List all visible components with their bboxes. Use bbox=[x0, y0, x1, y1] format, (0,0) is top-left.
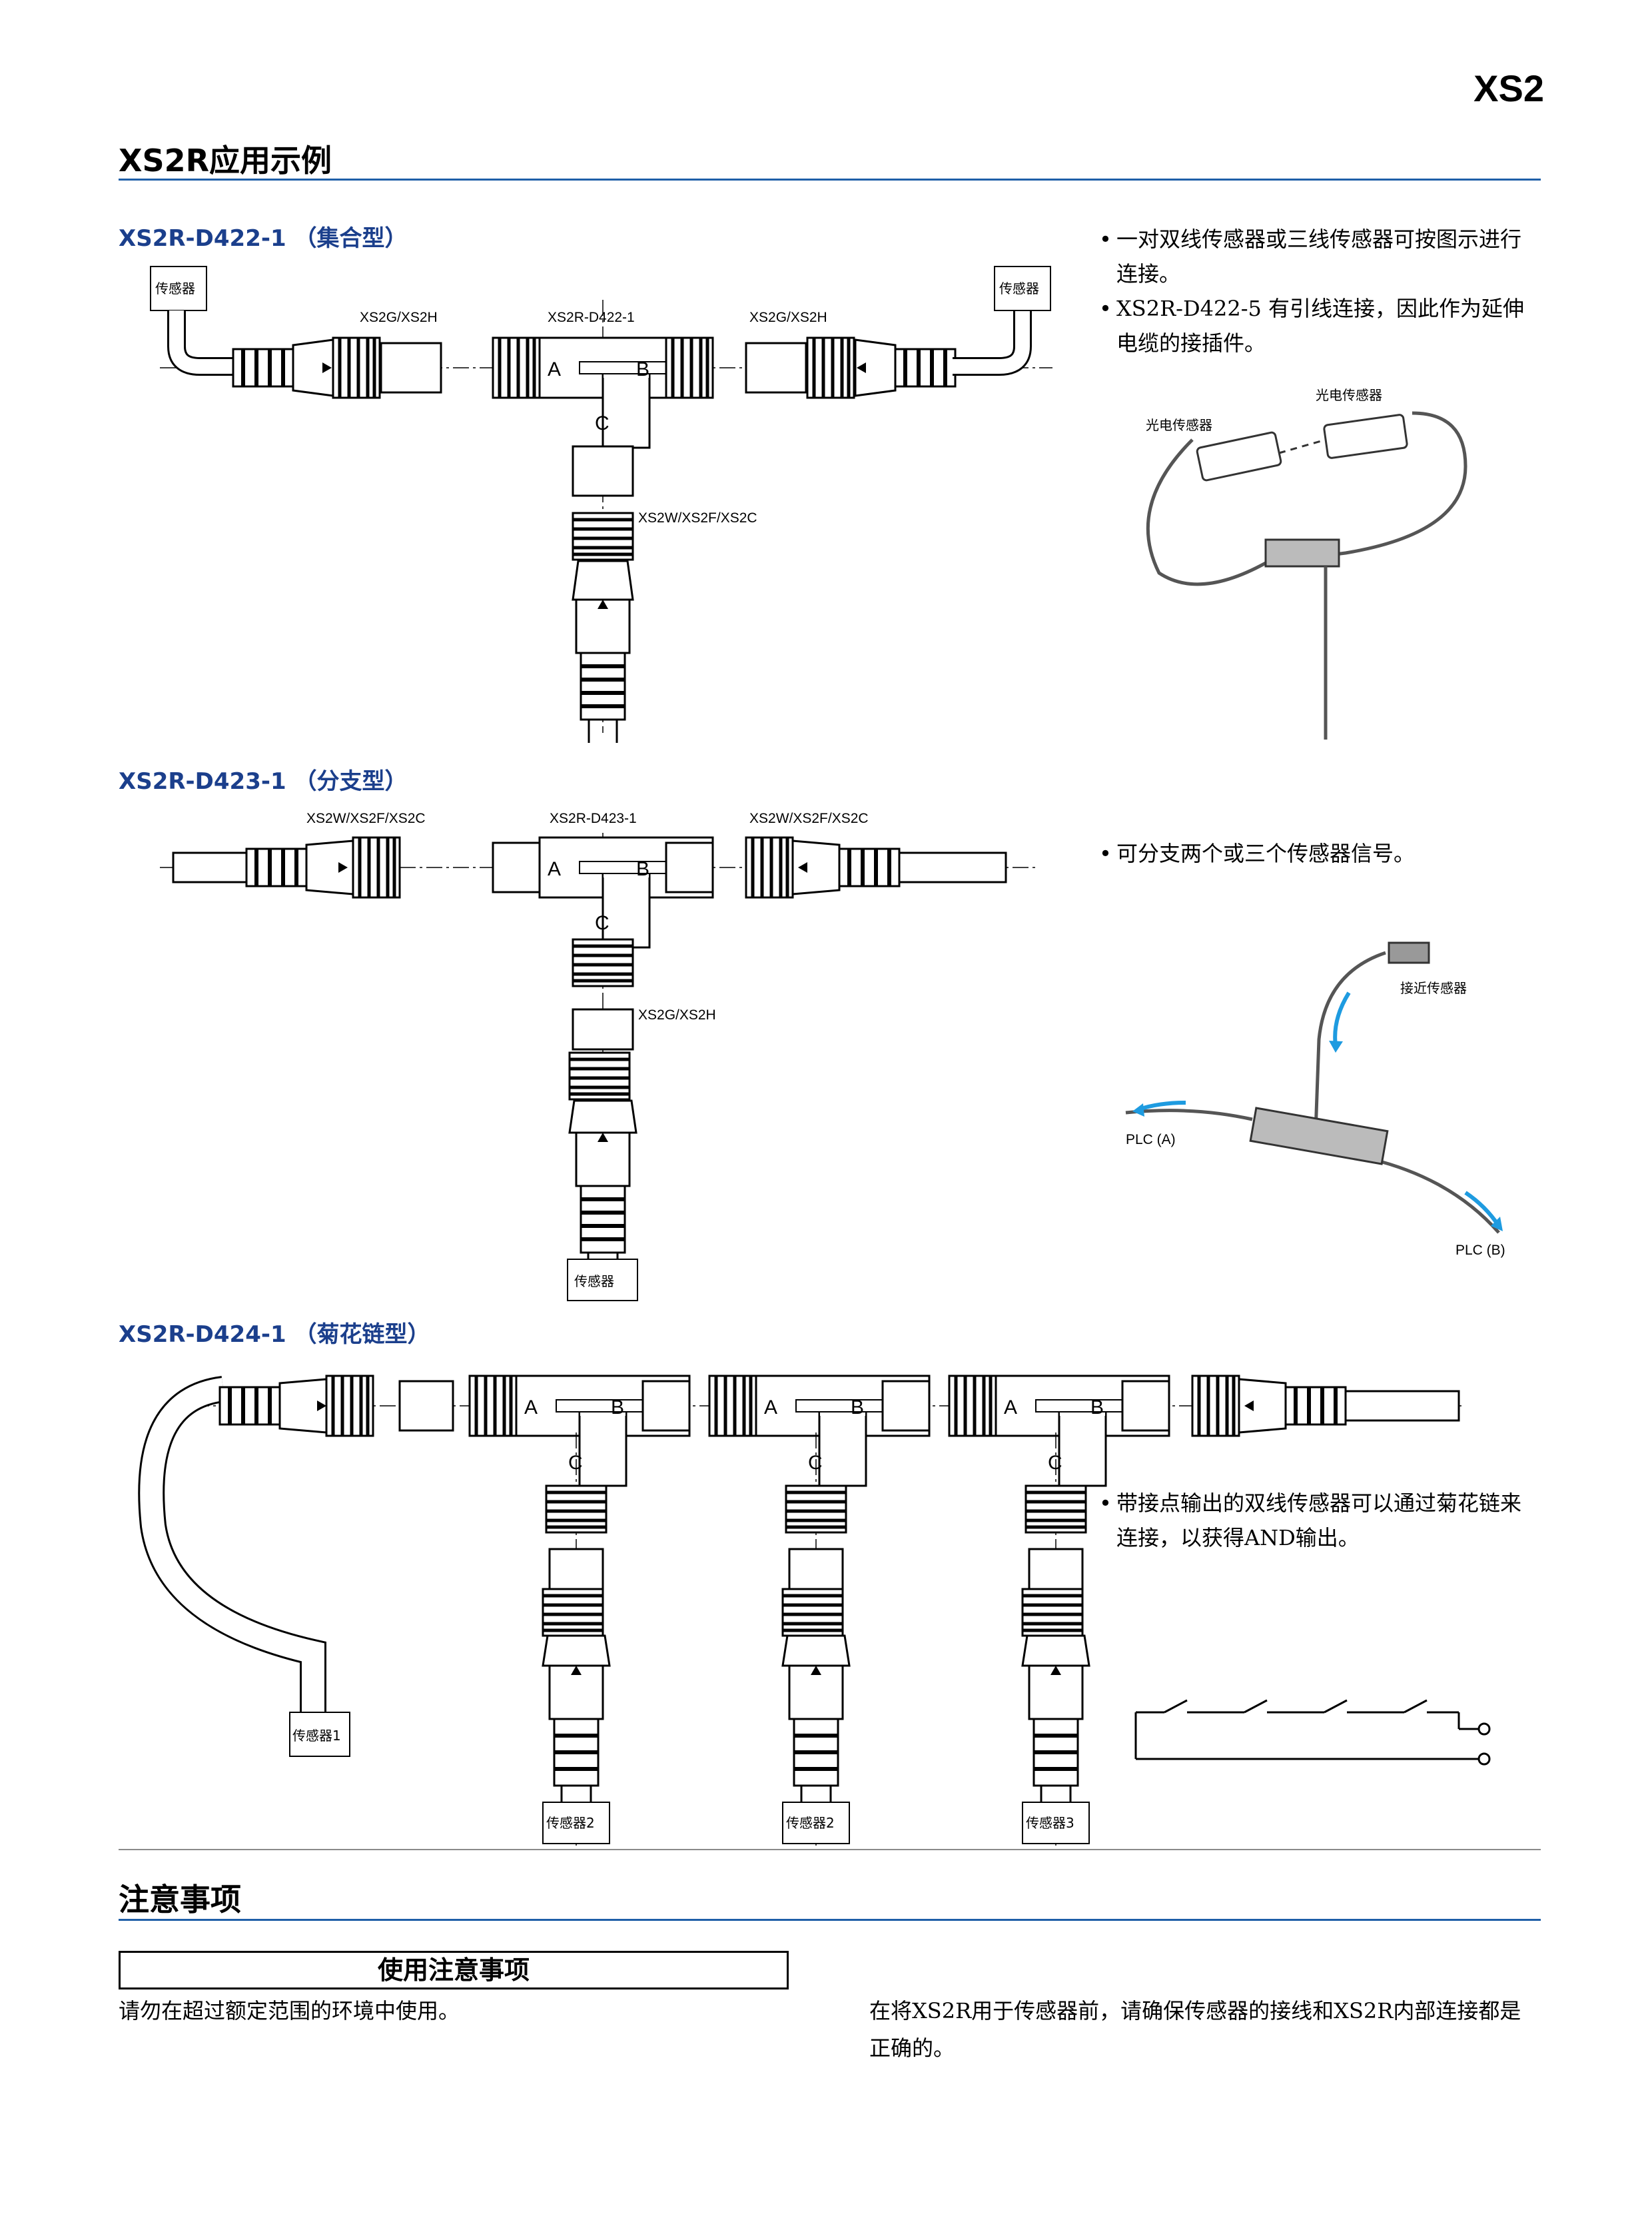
label-center: XS2R-D423-1 bbox=[550, 811, 637, 826]
drop-2 bbox=[782, 1432, 851, 1846]
drop-1 bbox=[542, 1432, 611, 1846]
notes-d423: •可分支两个或三个传感器信号。 bbox=[1099, 836, 1539, 871]
note-item: •一对双线传感器或三线传感器可按图示进行连接。 bbox=[1099, 227, 1522, 286]
label-photo-sensor-1: 光电传感器 bbox=[1146, 417, 1212, 433]
label-plc-b: PLC (B) bbox=[1455, 1243, 1505, 1258]
diagram-d423: XS2W/XS2F/XS2C XS2R-D423-1 XS2W/XS2F/XS2… bbox=[160, 811, 1039, 1301]
section-title-precautions: 注意事项 bbox=[119, 1882, 241, 1918]
sensor-box-left bbox=[150, 266, 207, 311]
notes-d424: •带接点输出的双线传感器可以通过菊花链来连接，以获得AND输出。 bbox=[1099, 1486, 1539, 1555]
connection-diagrams: 传感器 传感器 XS2G/XS2H XS2R-D422-1 XS2G/XS2H … bbox=[138, 266, 1505, 1846]
label-plc-a: PLC (A) bbox=[1126, 1132, 1176, 1147]
label-port-c: C bbox=[568, 1452, 583, 1474]
label-port-b: B bbox=[1090, 1396, 1104, 1418]
label-right-conn: XS2G/XS2H bbox=[749, 310, 827, 325]
label-port-b: B bbox=[636, 358, 649, 380]
label-left-conn: XS2G/XS2H bbox=[360, 310, 438, 325]
precaution-left-text: 请勿在超过额定范围的环境中使用。 bbox=[119, 1998, 460, 2023]
label-port-c: C bbox=[808, 1452, 823, 1474]
label-sensor: 传感器 bbox=[574, 1273, 614, 1289]
photo-d423: 接近传感器 PLC (A) PLC (B) bbox=[1125, 941, 1505, 1258]
label-bottom-conn: XS2W/XS2F/XS2C bbox=[638, 510, 757, 526]
label-port-c: C bbox=[595, 912, 610, 934]
note-item: •XS2R-D422-5 有引线连接，因此作为延伸电缆的接插件。 bbox=[1099, 296, 1525, 356]
diagram-d422: 传感器 传感器 XS2G/XS2H XS2R-D422-1 XS2G/XS2H … bbox=[150, 266, 1052, 743]
label-proximity-sensor: 接近传感器 bbox=[1400, 980, 1467, 996]
photo-d422: 光电传感器 光电传感器 bbox=[1146, 387, 1467, 740]
label-port-b: B bbox=[611, 1396, 624, 1418]
note-item: •可分支两个或三个传感器信号。 bbox=[1099, 841, 1416, 866]
label-port-c: C bbox=[595, 412, 610, 434]
drop-3 bbox=[1022, 1432, 1090, 1846]
label-port-a: A bbox=[1004, 1396, 1017, 1418]
label-sensor-2a: 传感器2 bbox=[546, 1815, 595, 1831]
arrow-icon bbox=[1333, 991, 1351, 1047]
subtitle-d422: XS2R-D422-1 （集合型） bbox=[119, 225, 408, 252]
arrow-icon bbox=[1464, 1191, 1501, 1227]
section-rule bbox=[119, 1919, 1541, 1921]
arrow-icon bbox=[1138, 1101, 1186, 1111]
diagram-d424: 传感器1 传感器2 传感器2 传感器3 A B C A B C A B C bbox=[138, 1376, 1465, 1846]
sensor-box-right bbox=[994, 266, 1051, 311]
note-item: •带接点输出的双线传感器可以通过菊花链来连接，以获得AND输出。 bbox=[1099, 1490, 1522, 1550]
and-circuit-schematic bbox=[1134, 1699, 1491, 1766]
label-sensor-2b: 传感器2 bbox=[786, 1815, 835, 1831]
label-port-a: A bbox=[548, 358, 561, 380]
section-rule bbox=[119, 179, 1541, 181]
subtitle-d423: XS2R-D423-1 （分支型） bbox=[119, 768, 408, 795]
label-port-a: A bbox=[764, 1396, 777, 1418]
label-port-b: B bbox=[851, 1396, 864, 1418]
product-code: XS2 bbox=[1473, 67, 1544, 109]
sensor-box-d423 bbox=[567, 1259, 638, 1301]
label-port-a: A bbox=[548, 858, 561, 880]
sensor-box-1 bbox=[289, 1712, 350, 1757]
sensor-box-2b bbox=[782, 1802, 850, 1844]
divider bbox=[119, 1849, 1541, 1850]
label-center: XS2R-D422-1 bbox=[548, 310, 635, 325]
label-sensor-left: 传感器 bbox=[155, 280, 195, 296]
label-photo-sensor-2: 光电传感器 bbox=[1316, 387, 1382, 403]
notes-d422: •一对双线传感器或三线传感器可按图示进行连接。 •XS2R-D422-5 有引线… bbox=[1099, 222, 1539, 360]
box-title-usage-precautions: 使用注意事项 bbox=[119, 1951, 789, 1989]
section-title-examples: XS2R应用示例 bbox=[119, 143, 332, 179]
label-sensor-right: 传感器 bbox=[999, 280, 1039, 296]
label-sensor-3: 传感器3 bbox=[1026, 1815, 1074, 1831]
precaution-right-text: 在将XS2R用于传感器前，请确保传感器的接线和XS2R内部连接都是正确的。 bbox=[869, 1998, 1521, 2061]
label-port-a: A bbox=[524, 1396, 538, 1418]
label-sensor-1: 传感器1 bbox=[292, 1728, 341, 1744]
label-left-conn: XS2W/XS2F/XS2C bbox=[306, 811, 426, 826]
label-bottom-conn: XS2G/XS2H bbox=[638, 1007, 716, 1023]
subtitle-d424: XS2R-D424-1 （菊花链型） bbox=[119, 1321, 430, 1348]
label-port-b: B bbox=[636, 858, 649, 880]
sensor-box-2a bbox=[542, 1802, 610, 1844]
sensor-box-3 bbox=[1022, 1802, 1090, 1844]
label-port-c: C bbox=[1048, 1452, 1062, 1474]
label-right-conn: XS2W/XS2F/XS2C bbox=[749, 811, 869, 826]
